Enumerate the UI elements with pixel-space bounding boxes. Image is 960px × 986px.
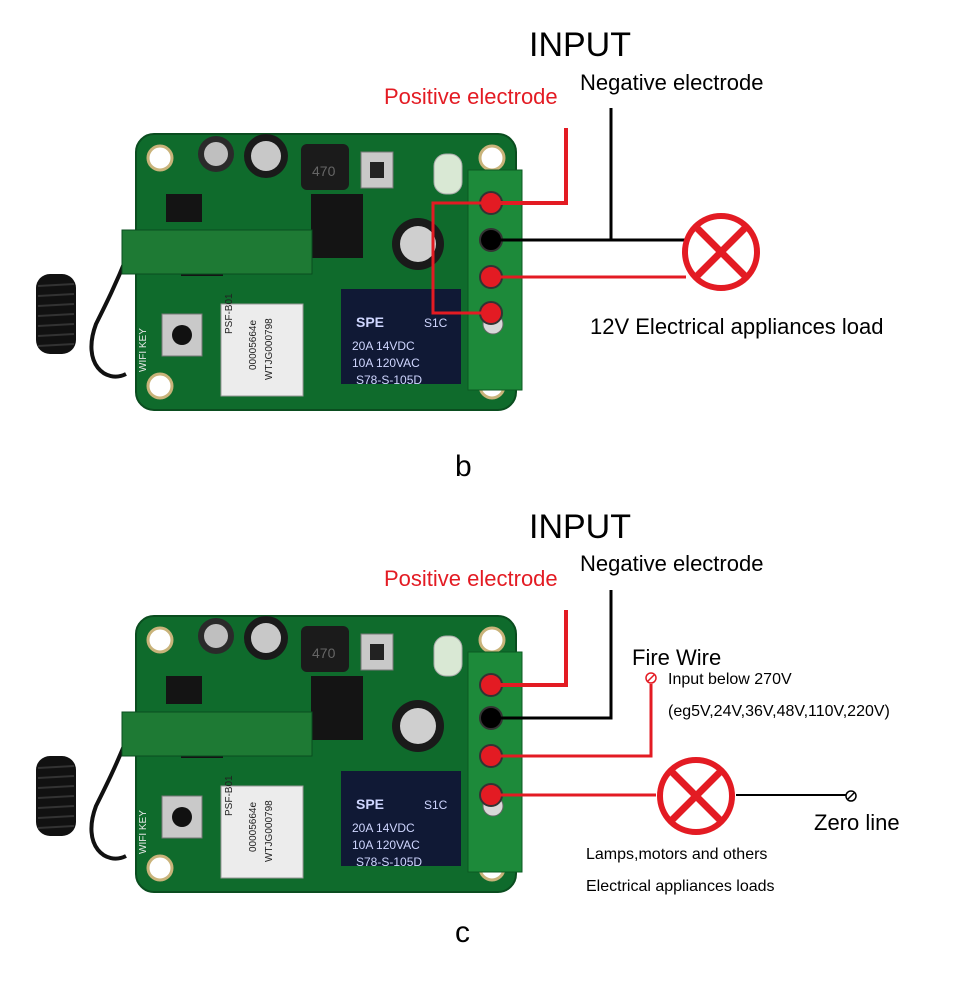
panel-b-board [34,132,524,412]
panel-c-relay-part: S78-S-105D [356,855,422,869]
zero-line-terminal-icon [845,790,857,802]
panel-c-relay-text: SPE S1C 20A 14VDC 10A 120VAC S78-S-105D [352,796,448,869]
panel-c-module-text: PSF-B01 00005664e WTJG000798 [224,775,275,862]
panel-c-wifi-key: WIFI KEY [138,810,149,854]
panel-b-module-code: 00005664e [248,320,259,370]
panel-b-positive-wire [491,128,568,205]
panel-b-relay-rating1: 20A 14VDC [352,339,415,353]
panel-c-lamp-icon [657,757,735,835]
panel-c-relay-brand: SPE [356,796,384,812]
panel-b-title: INPUT [529,26,631,64]
panel-b-lamp-icon [682,213,760,291]
panel-c-relay-rating2: 10A 120VAC [352,838,420,852]
voltages-label: (eg5V,24V,36V,48V,110V,220V) [668,703,890,720]
panel-b-wifi-key: WIFI KEY [138,328,149,372]
panel-b-letter: b [455,450,472,483]
panel-c-negative-wire [491,590,613,720]
panel-b-relay-text: SPE S1C 20A 14VDC 10A 120VAC S78-S-105D [352,314,448,387]
panel-c-positive-label: Positive electrode [384,566,558,591]
panel-c-board [34,614,524,894]
panel-b-jumper-wire [431,201,491,315]
panel-c-letter: c [455,916,470,949]
panel-b-positive-label: Positive electrode [384,84,558,109]
panel-c-module-code: 00005664e [248,802,259,852]
panel-b-relay-part: S78-S-105D [356,373,422,387]
panel-b-relay-suffix: S1C [424,316,448,330]
load-label-line2: Electrical appliances loads [586,878,775,895]
load-label-line1: Lamps,motors and others [586,846,768,863]
panel-b-load-label: 12V Electrical appliances load [590,314,884,339]
fire-wire-terminal-icon [645,672,657,684]
panel-c-fire-wire [491,684,653,758]
panel-c-module-name: PSF-B01 [224,775,235,816]
panel-c-title: INPUT [529,508,631,546]
panel-b-relay-brand: SPE [356,314,384,330]
panel-b-relay-rating2: 10A 120VAC [352,356,420,370]
panel-b-module-code2: WTJG000798 [264,318,275,380]
input-note-label: Input below 270V [668,671,792,688]
fire-wire-label: Fire Wire [632,645,722,670]
panel-b-module-name: PSF-B01 [224,293,235,334]
panel-b-module-text: PSF-B01 00005664e WTJG000798 [224,293,275,380]
panel-c-positive-wire [491,610,568,687]
panel-b-negative-label: Negative electrode [580,70,764,95]
panel-c-relay-suffix: S1C [424,798,448,812]
panel-c-module-code2: WTJG000798 [264,800,275,862]
zero-line-label: Zero line [814,810,900,835]
panel-c-negative-label: Negative electrode [580,551,764,576]
panel-c-relay-rating1: 20A 14VDC [352,821,415,835]
